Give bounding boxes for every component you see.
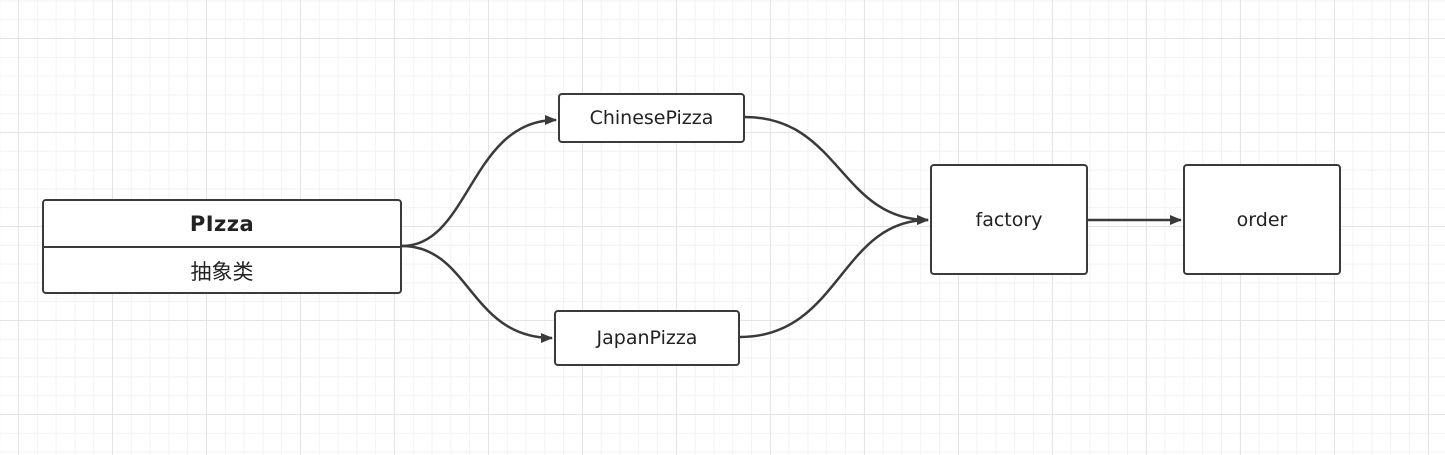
pizza-class-name: PIzza [44, 201, 400, 248]
edge-pizza-to-chinesepizza [401, 115, 557, 248]
edge-pizza-to-japanpizza [401, 244, 553, 343]
pizza-class-node[interactable]: PIzza 抽象类 [42, 199, 402, 294]
chinesepizza-label: ChinesePizza [589, 107, 714, 129]
order-node[interactable]: order [1183, 164, 1341, 275]
japanpizza-node[interactable]: JapanPizza [554, 310, 740, 366]
factory-label: factory [975, 208, 1043, 231]
pizza-class-description: 抽象类 [190, 260, 254, 284]
factory-node[interactable]: factory [930, 164, 1088, 275]
order-label: order [1236, 208, 1288, 231]
japanpizza-label: JapanPizza [596, 327, 698, 349]
edge-chinesepizza-to-factory [744, 115, 929, 225]
chinesepizza-node[interactable]: ChinesePizza [558, 93, 745, 143]
edge-japanpizza-to-factory [739, 215, 929, 339]
